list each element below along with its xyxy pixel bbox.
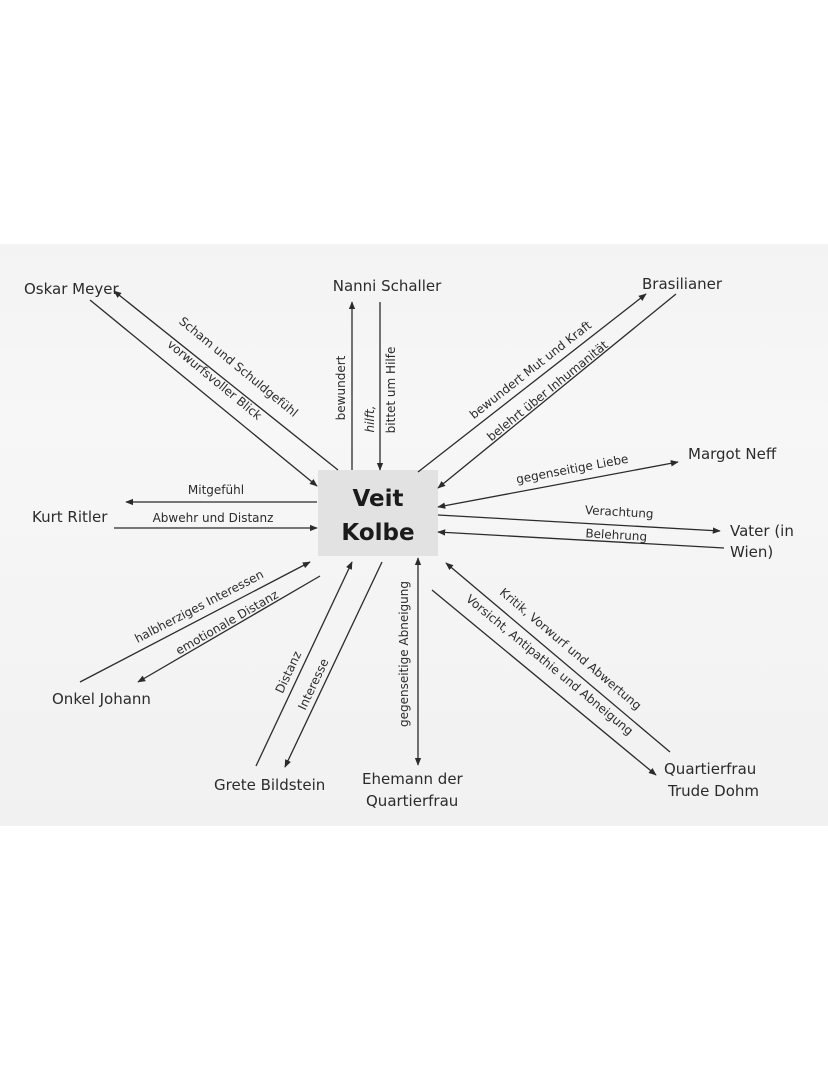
label-hilft: hilft, bbox=[363, 405, 377, 432]
arrow-oskar-to-veit bbox=[89, 299, 318, 487]
center-box bbox=[318, 470, 438, 556]
node-onkel-johann: Onkel Johann bbox=[52, 690, 151, 708]
label-bewundert: bewundert bbox=[334, 355, 348, 420]
label-gegenseitige-abneigung: gegenseitige Abneigung bbox=[397, 581, 411, 727]
node-quartierfrau-line1: Quartierfrau bbox=[664, 760, 756, 778]
arrow-vater-to-veit bbox=[437, 529, 725, 549]
label-interesse: Interesse bbox=[295, 656, 331, 712]
arrow-quartierfrau-to-veit bbox=[445, 562, 671, 753]
label-bittet-um-hilfe: bittet um Hilfe bbox=[384, 347, 398, 434]
label-belehrung: Belehrung bbox=[585, 526, 647, 544]
node-grete-bildstein: Grete Bildstein bbox=[214, 776, 325, 794]
label-kritik: Kritik, Vorwurf und Abwertung bbox=[497, 585, 644, 712]
center-name-last: Kolbe bbox=[341, 520, 414, 546]
node-margot-neff: Margot Neff bbox=[688, 445, 777, 463]
center-name-first: Veit bbox=[352, 486, 403, 512]
node-kurt-ritler: Kurt Ritler bbox=[32, 508, 108, 526]
arrow-veit-to-grete bbox=[284, 561, 383, 768]
node-ehemann-line2: Quartierfrau bbox=[366, 792, 458, 810]
node-brasilianer: Brasilianer bbox=[642, 275, 723, 293]
node-quartierfrau-line2: Trude Dohm bbox=[667, 782, 759, 800]
arrow-veit-to-quartierfrau bbox=[431, 589, 657, 776]
label-mitgefuehl: Mitgefühl bbox=[188, 483, 244, 497]
arrow-brasilianer-to-veit bbox=[437, 293, 677, 489]
label-vorsicht: Vorsicht, Antipathie und Abneigung bbox=[463, 592, 636, 738]
node-nanni-schaller: Nanni Schaller bbox=[333, 277, 442, 295]
arrow-veit-to-onkel bbox=[137, 575, 321, 683]
label-verachtung: Verachtung bbox=[585, 503, 654, 521]
arrow-veit-margot bbox=[437, 460, 679, 509]
arrow-veit-to-vater bbox=[437, 514, 721, 534]
node-oskar-meyer: Oskar Meyer bbox=[24, 280, 119, 298]
arrow-onkel-to-veit bbox=[79, 561, 311, 683]
arrow-grete-to-veit bbox=[255, 561, 353, 767]
node-ehemann-line1: Ehemann der bbox=[362, 770, 464, 788]
label-abwehr-distanz: Abwehr und Distanz bbox=[153, 511, 274, 525]
arrow-veit-to-oskar bbox=[113, 290, 339, 471]
node-vater-line2: Wien) bbox=[730, 543, 773, 561]
node-vater-line1: Vater (in bbox=[730, 522, 794, 540]
arrow-veit-to-brasilianer bbox=[417, 293, 647, 473]
